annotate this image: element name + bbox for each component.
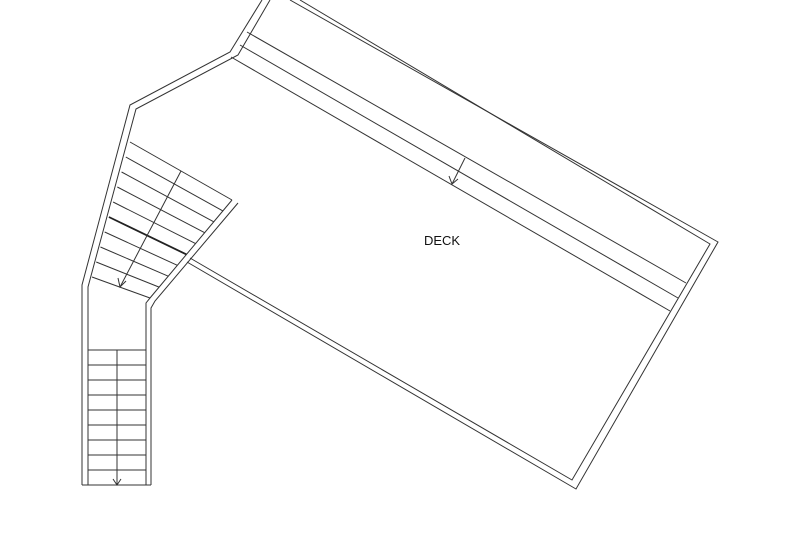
inner-wall-left — [87, 0, 271, 485]
stair-tread — [104, 231, 178, 266]
upper-stair-rail-outer — [150, 202, 239, 485]
deck-band-line-3 — [230, 56, 671, 312]
upper-stair-direction-arrow-icon — [117, 170, 182, 288]
upper-stair-rail-inner — [145, 199, 233, 485]
stair-tread — [100, 246, 169, 277]
upper-stair-treads — [91, 141, 233, 299]
stair-tread — [91, 276, 151, 299]
slope-arrow-icon — [448, 157, 466, 185]
top-wall-inner — [189, 0, 711, 481]
deck-band-line-1 — [246, 31, 687, 284]
room-label-deck: DECK — [424, 233, 460, 248]
lower-stair-direction-arrow-icon — [112, 350, 122, 486]
outer-wall — [81, 0, 263, 485]
stair-tread — [108, 216, 187, 256]
stair-tread — [96, 261, 160, 288]
deck-band-line-2 — [239, 44, 679, 299]
